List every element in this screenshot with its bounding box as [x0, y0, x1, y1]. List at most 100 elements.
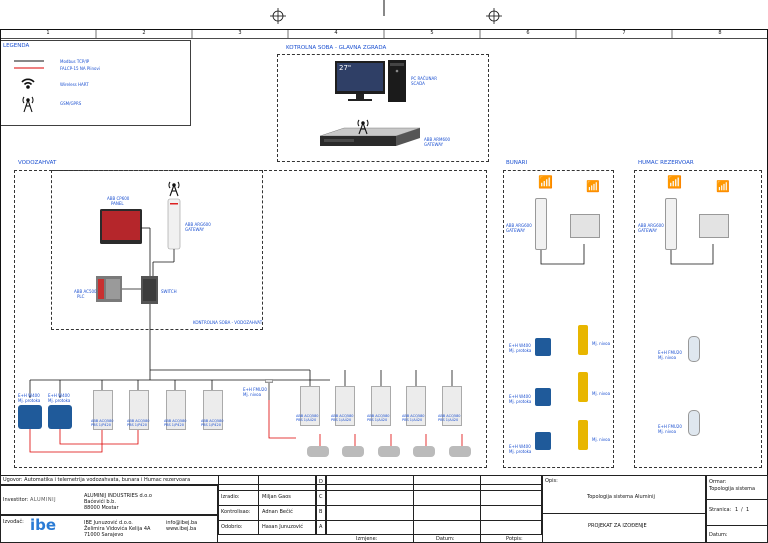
flowmeter-icon	[535, 432, 551, 450]
row-divider	[218, 520, 542, 521]
drive-2-label-1: ABB ACQ580	[127, 419, 150, 423]
radar-level-sensor-icon	[578, 420, 588, 450]
footer-datum: Datum:	[436, 536, 455, 542]
plc-label-2: PLC	[77, 294, 85, 299]
rev-b: B	[319, 509, 323, 515]
datum-label: Datum:	[709, 532, 728, 538]
project-text: PROJEKAT ZA IZOĐENJE	[588, 523, 647, 529]
ormar-value: Topologija sistema	[709, 486, 756, 492]
legend-item-wireless: Wireless HART	[60, 82, 89, 87]
bunari-flow-2-label-2: Mj. protoka	[509, 399, 532, 404]
vfd-drive-icon	[371, 386, 391, 426]
legend-item-analog: FALCP-15 NA Plinovi	[60, 66, 100, 71]
izvodac-name: IBE Junuzović d.o.o.	[84, 520, 133, 526]
ormar-divider	[706, 525, 768, 526]
humac-level-2-label-1: E+H FMU20	[658, 424, 682, 429]
pump-icon	[449, 446, 471, 457]
server-label-1: ABB ARM600	[424, 137, 451, 142]
bunari-antenna-icon: 📶	[538, 175, 553, 189]
pump-drive-3-label-2: PBS 1/A420	[367, 418, 388, 422]
drive-1-label-1: ABB ACQ580	[91, 419, 114, 423]
vodozahvat-wiring	[29, 227, 453, 398]
hmi-panel-icon	[100, 209, 142, 244]
flowmeter-icon	[18, 405, 42, 429]
panel-label-1: ABB CP600	[107, 196, 130, 201]
crosshair-right-icon	[486, 8, 502, 24]
humac-rtu-icon	[699, 214, 729, 238]
pump-drive-1-label-2: PBS 1/A420	[296, 418, 317, 422]
vodozahvat-title: VODOZAHVAT	[18, 160, 57, 166]
level-probe-head	[265, 379, 273, 383]
role-kontrolisao: Kontrolisao:	[221, 509, 251, 515]
ruler-2: 2	[142, 30, 146, 36]
pump-icon	[413, 446, 435, 457]
radar-level-sensor-icon	[578, 372, 588, 402]
ormar-divider	[706, 499, 768, 500]
bunari-wifi-icon: 📶	[586, 180, 600, 193]
footer-potpis: Potpis:	[506, 536, 523, 542]
investitor-cell	[0, 485, 218, 515]
vfd-drive-icon	[93, 390, 113, 430]
legend-item-gsm: GSM/GPRS	[60, 101, 82, 106]
col-divider	[413, 475, 414, 543]
humac-gateway-label-1: ABB ARG600	[638, 223, 664, 228]
bunari-flow-1-label-1: E+H W400	[509, 343, 531, 348]
name-izradio: Miljan Gaos	[262, 494, 291, 500]
monitor-size-label: 27"	[339, 64, 352, 72]
server-label-2: GATEWAY	[424, 142, 444, 147]
pc-tower-icon	[388, 60, 406, 102]
humac-gateway-label-2: GATEWAY	[638, 228, 658, 233]
col-divider	[258, 475, 259, 535]
humac-title: HUMAC REZERVOAR	[638, 160, 694, 166]
opis-cell	[542, 475, 706, 543]
rev-c: C	[319, 494, 323, 500]
control-room-title: KOTROLNA SOBA - GLAVNA ZGRADA	[286, 45, 387, 51]
legend-antenna-icon	[22, 96, 34, 113]
bunari-wiring	[540, 244, 714, 265]
row-divider	[218, 505, 542, 506]
bunari-flow-3-label-2: Mj. protoka	[509, 449, 532, 454]
ormar-label: Ormar:	[709, 479, 727, 485]
role-odobrio: Odobrio:	[221, 524, 243, 530]
vfd-drive-icon	[203, 390, 223, 430]
drive-3-label-1: ABB ACQ580	[164, 419, 187, 423]
pump-drive-2-label-1: ABB ACQ580	[331, 414, 354, 418]
pump-icon	[342, 446, 364, 457]
switch-icon	[141, 276, 158, 304]
ruler-4: 4	[334, 30, 338, 36]
vfd-drive-icon	[335, 386, 355, 426]
drive-2-label-2: PBS 1/P420	[127, 423, 147, 427]
bunari-title: BUNARI	[506, 160, 528, 166]
vfd-drive-icon	[442, 386, 462, 426]
pump-drive-5-label-1: ABB ACQ580	[438, 414, 461, 418]
ugovor-text: Ugovor: Automatika i telemetrija vodozah…	[3, 477, 191, 483]
vodozahvat-control-room	[51, 170, 263, 330]
ruler-8: 8	[718, 30, 722, 36]
ruler-3: 3	[238, 30, 242, 36]
izvodac-city: 71000 Sarajevo	[84, 532, 124, 538]
izvodac-email[interactable]: info@ibej.ba	[166, 520, 198, 526]
vfd-drive-icon	[300, 386, 320, 426]
server-gateway-icon	[319, 127, 421, 146]
vz-gateway-label-1: ABB ARG600	[185, 222, 211, 227]
pump-drive-2-label-2: PBS 1/A420	[331, 418, 352, 422]
stranica-label: Stranica:	[709, 507, 732, 513]
izvodac-web[interactable]: www.ibej.ba	[166, 526, 197, 532]
ruler-5: 5	[430, 30, 434, 36]
bunari-gateway-label-2: GATEWAY	[506, 228, 526, 233]
vz-level-label-1: E+H FMU20	[243, 387, 267, 392]
bunari-gateway-label-1: ABB ARG600	[506, 223, 532, 228]
flowmeter-icon	[535, 338, 551, 356]
vz-level-label-2: Mj. nivoa	[243, 392, 262, 397]
rev-d: D	[319, 479, 323, 485]
pump-drive-5-label-2: PBS 1/A420	[438, 418, 459, 422]
bunari-level-2-label: Mj. nivoa	[592, 391, 611, 396]
pump-drive-1-label-1: ABB ACQ580	[296, 414, 319, 418]
stranica-total: 1	[746, 507, 750, 513]
ultrasonic-level-sensor-icon	[688, 336, 700, 362]
monitor-icon	[335, 61, 385, 101]
panel-label-2: PANEL	[111, 201, 124, 206]
vz-flow-1-label-1: E+H W400	[18, 393, 40, 398]
pc-label-1: PC RAČUNAR	[411, 76, 437, 81]
stranica-value: 1	[735, 507, 739, 513]
